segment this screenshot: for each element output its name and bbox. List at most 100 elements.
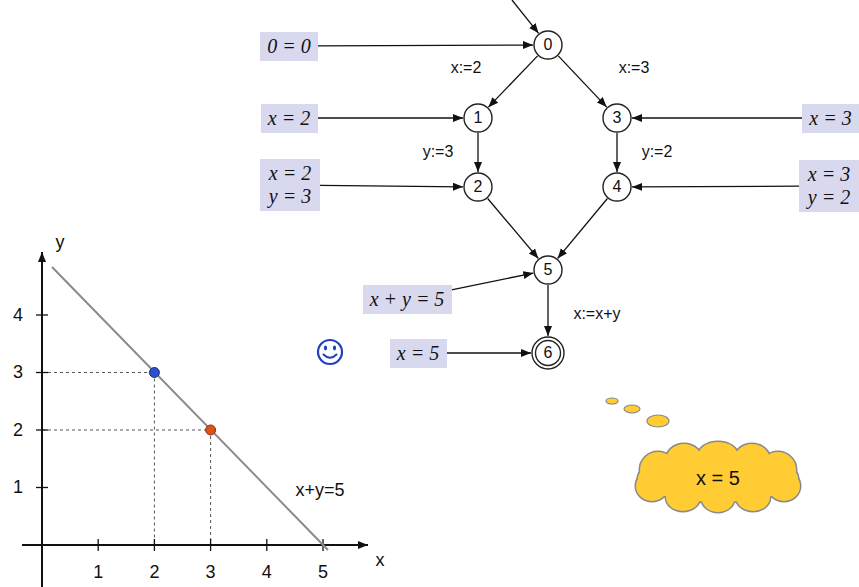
- smiley-face: [318, 340, 342, 364]
- node-text: 1: [474, 109, 483, 127]
- guide-line: [154, 373, 155, 546]
- state-circle: 4: [602, 172, 632, 202]
- guide-line: [210, 430, 211, 545]
- smiley-mouth: [324, 355, 337, 358]
- transition-arrow: [632, 185, 799, 187]
- guide-line: [42, 372, 154, 373]
- cloud-fill: [698, 442, 738, 470]
- transition-arrow: [558, 56, 606, 107]
- smiley-eye: [324, 346, 327, 351]
- axis-label: 4: [262, 562, 272, 583]
- transition-arrow: [318, 117, 464, 118]
- circle-outline: [603, 104, 631, 132]
- node-text: 3: [613, 109, 622, 127]
- axis-label: 3: [13, 362, 23, 383]
- state-circle: 6: [531, 336, 565, 370]
- transition-label: x:=2: [451, 59, 482, 77]
- axis-tick: [36, 429, 48, 430]
- transition-arrow: [447, 352, 532, 353]
- annotation-box: x = 2: [261, 104, 318, 133]
- y-axis: [41, 252, 43, 587]
- axis-tick: [98, 539, 99, 551]
- node-text: x = 2 y = 3: [267, 162, 313, 208]
- node-text: 0: [544, 36, 553, 54]
- point-red: [206, 425, 216, 435]
- transition-label: x:=x+y: [573, 305, 620, 323]
- node-text: x = 5: [397, 342, 439, 365]
- annotation-box: x = 3 y = 2: [799, 160, 859, 212]
- thought-bubble: [647, 415, 669, 427]
- annotation-box: x = 2 y = 3: [260, 159, 320, 211]
- transition-arrow: [488, 56, 537, 107]
- cloud-fill: [702, 486, 734, 512]
- axis-tick: [36, 314, 48, 315]
- transition-arrow: [452, 273, 534, 290]
- guide-line: [42, 430, 211, 431]
- thought-bubble: [606, 398, 618, 404]
- transition-label: y:=2: [642, 143, 673, 161]
- cloud-fill: [666, 483, 700, 511]
- cloud-fill: [736, 483, 770, 511]
- smiley-symbol: [318, 340, 342, 364]
- node-text: 2: [474, 178, 483, 196]
- annotation-box: 0 = 0: [260, 32, 318, 61]
- x-axis: [22, 544, 368, 546]
- circle-outline: [464, 104, 492, 132]
- axis-tick: [36, 487, 48, 488]
- point-blue: [149, 368, 159, 378]
- axis-tick: [210, 539, 211, 551]
- node-text: 5: [544, 261, 553, 279]
- state-circle: 3: [602, 103, 632, 133]
- annotation-box: x + y = 5: [363, 285, 452, 314]
- node-text: 4: [613, 178, 622, 196]
- node-text: x + y = 5: [370, 288, 445, 311]
- circle-outline: [534, 31, 562, 59]
- transition-label: y:=3: [423, 143, 454, 161]
- state-circle: 5: [533, 255, 563, 285]
- axis-label: x: [376, 550, 385, 571]
- state-circle: 1: [463, 103, 493, 133]
- transition-arrow: [632, 117, 802, 118]
- transition-arrow: [320, 185, 463, 187]
- annotation-box: x = 5: [390, 339, 447, 368]
- axis-label: 1: [93, 562, 103, 583]
- cloud-edge: [702, 486, 734, 512]
- node-text: x = 2: [268, 107, 310, 130]
- thought-bubble: [624, 405, 640, 413]
- thought-cloud: x = 5: [618, 442, 818, 514]
- axis-label: 5: [318, 562, 328, 583]
- smiley-eye: [333, 346, 336, 351]
- axis-label: 2: [13, 420, 23, 441]
- node-text: x = 5: [696, 467, 740, 490]
- state-circle: 0: [533, 30, 563, 60]
- line-label: x+y=5: [295, 480, 344, 501]
- node-text: x = 3: [809, 107, 851, 130]
- final-ring: [536, 341, 561, 366]
- circle-outline: [464, 173, 492, 201]
- axis-label: 4: [13, 305, 23, 326]
- transition-arrow: [477, 133, 478, 172]
- cloud-edge: [736, 483, 770, 511]
- axis-label: y: [56, 232, 65, 253]
- transition-arrow: [558, 199, 608, 259]
- node-text: 6: [544, 344, 553, 362]
- circle-outline: [603, 173, 631, 201]
- circle-outline: [532, 337, 564, 369]
- transition-arrow: [547, 285, 548, 336]
- node-text: x = 3 y = 2: [806, 163, 852, 209]
- circle-outline: [534, 256, 562, 284]
- solution-line: [52, 267, 328, 550]
- axis-tick: [36, 372, 48, 373]
- entry-arrow: [512, 0, 539, 33]
- axis-label: 1: [13, 477, 23, 498]
- transition-arrow: [488, 198, 539, 258]
- cloud-edge: [698, 442, 738, 470]
- cloud-edge: [636, 471, 668, 501]
- transition-arrow: [616, 133, 617, 172]
- cloud-fill: [768, 471, 800, 501]
- transition-arrow: [318, 44, 533, 46]
- cloud-fill: [636, 471, 668, 501]
- axis-tick: [154, 539, 155, 551]
